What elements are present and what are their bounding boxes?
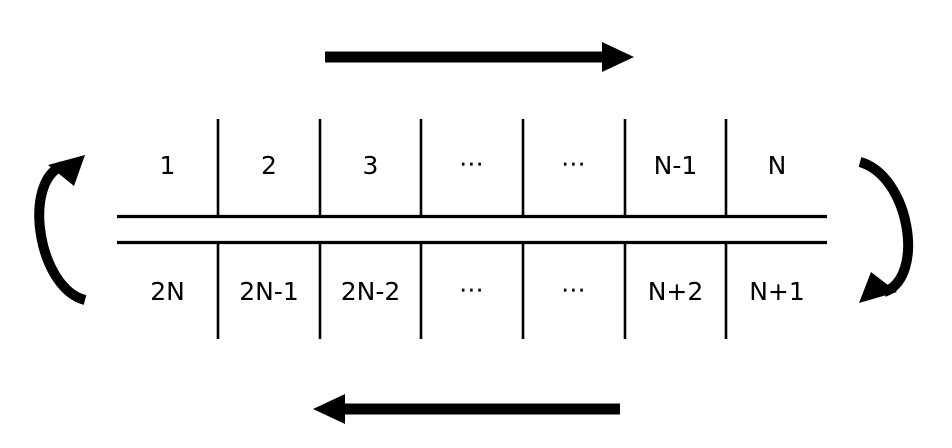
left-wrap-arrow [34, 155, 87, 305]
cell-top-4: ⋯ [459, 149, 485, 178]
cell-top-5: ⋯ [561, 149, 587, 178]
column-dividers-top [216, 119, 728, 216]
right-wrap-arrow [858, 157, 914, 303]
left-wrap-arrow-head [48, 155, 85, 186]
cell-bottom-7: N+1 [749, 277, 805, 306]
bottom-arrow-head [313, 394, 345, 424]
right-wrap-arrow-head [859, 272, 897, 303]
cell-bottom-1: 2N [150, 277, 185, 306]
left-wrap-arc [34, 161, 87, 305]
center-double-rule [117, 214, 827, 245]
right-wrap-arc [858, 157, 914, 297]
column-dividers-bottom [216, 243, 728, 339]
top-direction-arrow [325, 42, 634, 72]
cell-bottom-5: ⋯ [561, 275, 587, 304]
cell-bottom-4: ⋯ [459, 275, 485, 304]
cell-top-2: 2 [261, 151, 277, 180]
cell-bottom-6: N+2 [648, 277, 704, 306]
bottom-direction-arrow [313, 394, 620, 424]
top-arrow-head [602, 42, 634, 72]
cell-bottom-3: 2N-2 [341, 277, 401, 306]
top-row-labels: 1 2 3 ⋯ ⋯ N-1 N [160, 149, 787, 180]
bottom-row-labels: 2N 2N-1 2N-2 ⋯ ⋯ N+2 N+1 [150, 275, 805, 306]
cell-top-6: N-1 [654, 151, 698, 180]
cell-top-7: N [768, 151, 787, 180]
cell-top-3: 3 [363, 151, 379, 180]
cell-bottom-2: 2N-1 [239, 277, 299, 306]
cell-top-1: 1 [160, 151, 176, 180]
